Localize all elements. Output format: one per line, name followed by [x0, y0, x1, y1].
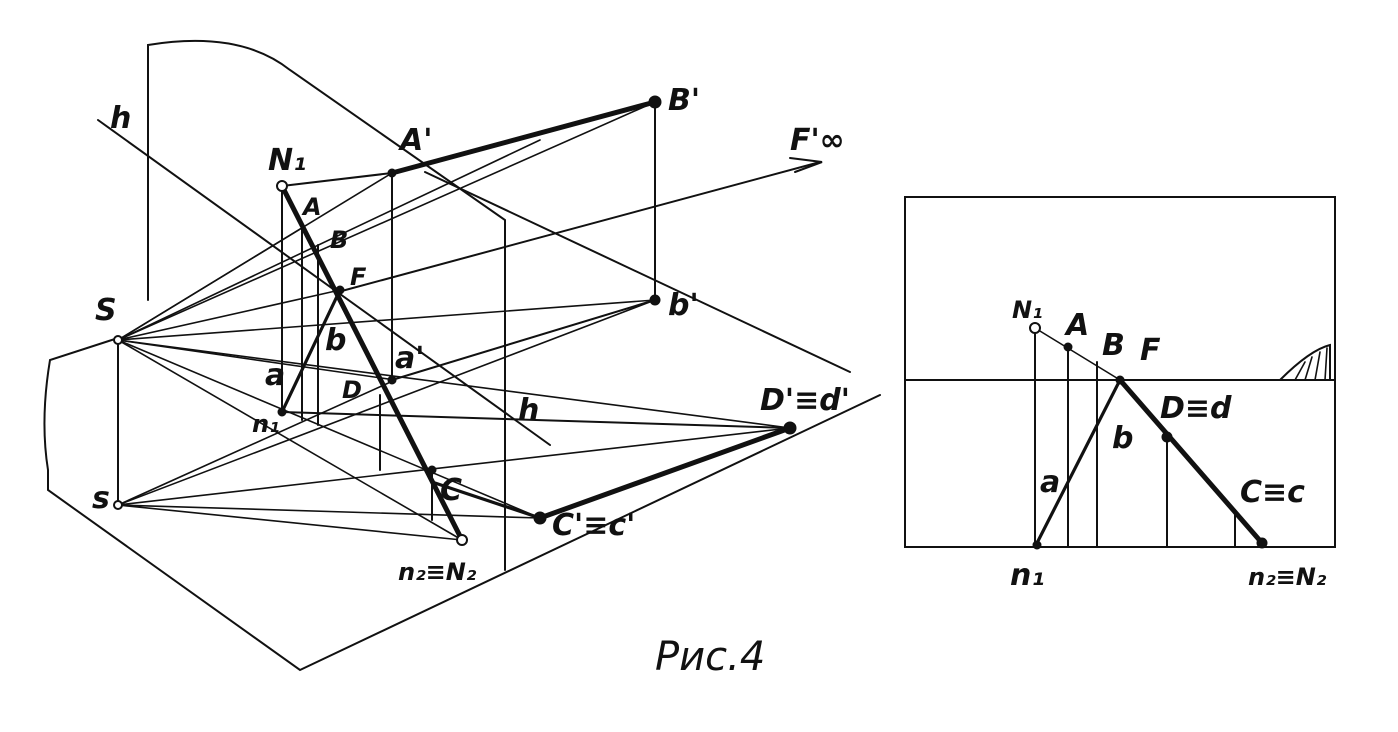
- label-F-inf: F'∞: [790, 123, 845, 158]
- label-a-prime: a': [395, 341, 424, 376]
- ortho-label-n1: n₁: [1010, 558, 1045, 593]
- ortho-label-A: A: [1064, 308, 1089, 343]
- label-b: b: [325, 323, 346, 358]
- label-S: S: [95, 293, 117, 328]
- label-D-eq: D'≡d': [760, 383, 850, 418]
- ortho-point-N1: [1029, 322, 1041, 334]
- perspective-diagram: h N₁ A' B' F'∞ A B F S b' b a' a D h D'≡…: [43, 39, 881, 672]
- point-aprime: [387, 375, 397, 385]
- ortho-label-F: F: [1140, 333, 1161, 368]
- f-infinity-ray: [337, 161, 821, 293]
- line-n1-F: [280, 288, 342, 414]
- ortho-label-b: b: [1112, 421, 1133, 456]
- label-n1: n₁: [252, 410, 280, 438]
- ortho-line-N1-F: [1034, 327, 1121, 381]
- horizon-line: [97, 119, 551, 446]
- label-D: D: [342, 376, 362, 404]
- ortho-point-A: [1063, 342, 1073, 352]
- picture-plane: [147, 39, 506, 571]
- point-N1: [276, 180, 288, 192]
- f-infinity-arrow-icon: [789, 157, 823, 173]
- ortho-label-N1: N₁: [1012, 296, 1043, 324]
- line-C-Ceq: [430, 480, 542, 520]
- point-n1: [277, 407, 287, 417]
- point-Ceq: [533, 511, 547, 525]
- label-B: B: [330, 226, 348, 254]
- label-h-top: h: [110, 101, 131, 136]
- point-S: [113, 335, 123, 345]
- label-C-eq: C'≡c': [552, 508, 635, 543]
- trace-b-line: [391, 299, 656, 381]
- ortho-frame: [904, 196, 1336, 548]
- point-C: [427, 465, 437, 475]
- point-Deq: [783, 421, 797, 435]
- label-A: A: [301, 193, 322, 221]
- rays-from-s: [117, 299, 791, 541]
- ortho-label-n2-eq: n₂≡N₂: [1248, 563, 1327, 591]
- ortho-point-D: [1161, 431, 1173, 443]
- point-s: [113, 500, 123, 510]
- figure-caption: Рис.4: [655, 634, 765, 680]
- plane-edge: [424, 171, 851, 373]
- point-Aprime: [387, 168, 397, 178]
- ortho-label-B: B: [1102, 328, 1125, 363]
- label-N1: N₁: [268, 143, 306, 178]
- ortho-point-n2: [1256, 537, 1268, 549]
- ortho-label-D-eq: D≡d: [1160, 391, 1232, 426]
- ortho-line-n1-F: [1035, 378, 1122, 545]
- ortho-hatch-lines: [1294, 347, 1328, 381]
- point-F: [335, 285, 345, 295]
- ortho-point-F: [1115, 375, 1125, 385]
- line-Deq-trace: [537, 425, 793, 521]
- point-Bprime: [648, 95, 662, 109]
- label-h-bottom: h: [518, 393, 539, 428]
- ground-plane: [43, 337, 881, 672]
- line-n1-Deq: [281, 411, 791, 429]
- orthographic-diagram: N₁ A B F b D≡d a C≡c n₁ n₂≡N₂: [904, 196, 1336, 593]
- label-a: a: [265, 358, 285, 393]
- point-n2: [456, 534, 468, 546]
- label-B-prime: B': [668, 83, 700, 118]
- label-b-prime: b': [668, 288, 699, 323]
- ortho-label-C-eq: C≡c: [1240, 475, 1305, 510]
- ortho-label-a: a: [1040, 465, 1060, 500]
- ortho-line-F-n2: [1117, 377, 1265, 546]
- point-bprime: [649, 294, 661, 306]
- label-s: s: [92, 481, 110, 516]
- ortho-hatch: [1279, 343, 1331, 381]
- ortho-point-n1: [1032, 540, 1042, 550]
- label-n2-eq: n₂≡N₂: [398, 558, 477, 586]
- trace-N1-Aprime: [281, 172, 393, 187]
- trace-Aprime-Bprime: [389, 99, 658, 176]
- label-A-prime: A': [398, 123, 432, 158]
- label-F: F: [350, 263, 367, 291]
- label-C: C: [440, 473, 462, 508]
